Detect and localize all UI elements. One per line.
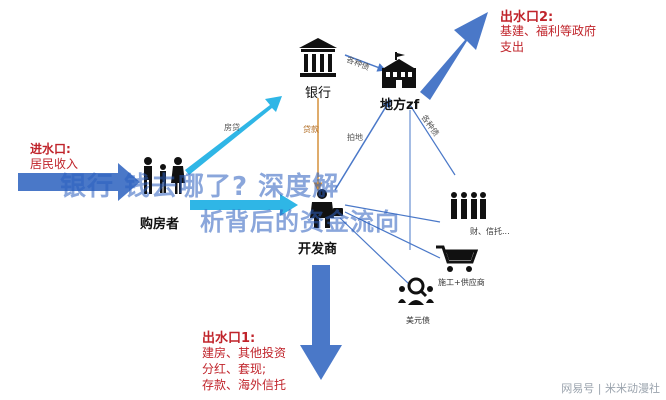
- buyer-label: 购房者: [140, 217, 180, 232]
- supplier-label: 施工+供应商: [438, 278, 485, 287]
- land-line: [334, 98, 391, 191]
- investors-icon: [398, 277, 434, 305]
- mortgage-arrow: [185, 96, 282, 175]
- inflow-arrow: [18, 163, 140, 201]
- outflow2-line2: 支出: [500, 40, 525, 54]
- outflow1-line2: 分红、套现;: [202, 362, 267, 376]
- loan-edge-label: 贷款: [303, 125, 319, 134]
- outflow1-arrow: [300, 265, 342, 380]
- purchase-arrow: [190, 194, 298, 216]
- bank-icon: [299, 38, 337, 77]
- outflow2-title: 出水口2:: [500, 10, 554, 25]
- crowd-icon: [451, 192, 486, 219]
- inflow-title: 进水口:: [30, 142, 71, 156]
- inflow-desc: 居民收入: [30, 157, 79, 171]
- land-edge-label: 拍地: [347, 133, 363, 142]
- local-gov-label: 地方zf: [380, 98, 420, 113]
- overlay-title-line2: 析背后的资金流向: [200, 208, 400, 236]
- government-building-icon: [382, 52, 416, 88]
- cart-icon: [436, 245, 478, 272]
- outflow1-line3: 存款、海外信托: [202, 378, 287, 392]
- trust-label: 财、信托...: [470, 227, 510, 236]
- overlay-title-line1: 银行 钱去哪了? 深度解: [60, 172, 340, 202]
- gov-trust-line: [409, 104, 456, 176]
- developer-label: 开发商: [298, 242, 338, 257]
- dev-bond-line: [339, 217, 411, 286]
- outflow2-line1: 基建、福利等政府: [500, 24, 597, 38]
- developer-icon: [310, 189, 343, 228]
- outflow1-line1: 建房、其他投资: [202, 346, 287, 360]
- usd-bond-label: 美元债: [406, 316, 430, 325]
- bank-gov-line: [344, 54, 387, 72]
- outflow2-arrow: [420, 12, 488, 100]
- bank-label: 银行: [305, 86, 332, 101]
- dev-supplier-line: [344, 211, 441, 259]
- family-icon: [144, 157, 185, 194]
- outflow1-title: 出水口1:: [202, 331, 256, 346]
- watermark: 网易号 | 米米动漫社: [561, 382, 660, 395]
- mortgage-edge-label: 房贷: [224, 123, 240, 132]
- dev-trust-line: [344, 204, 441, 223]
